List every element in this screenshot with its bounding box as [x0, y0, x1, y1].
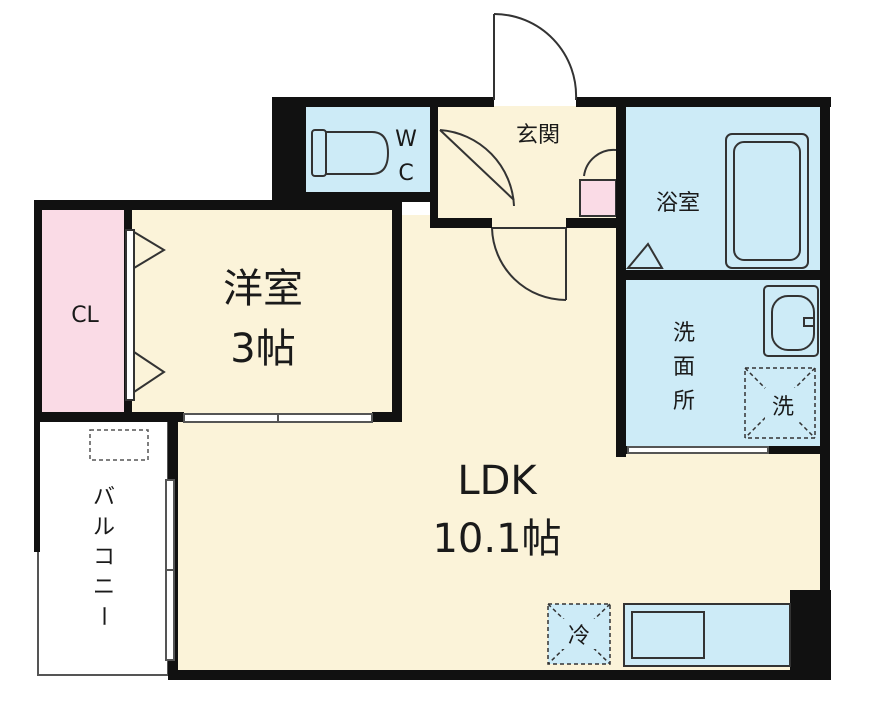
closet-floor: [42, 208, 132, 413]
wc-label-c: C: [398, 161, 413, 186]
balcony-label-4: ニ: [93, 575, 115, 600]
bedroom-label: 洋室: [223, 266, 303, 312]
washroom-label-1: 洗: [673, 321, 695, 346]
closet-folding-doors: [125, 229, 166, 401]
balcony-label-2: ル: [93, 515, 115, 540]
entrance-label: 玄関: [516, 123, 560, 148]
balcony-window: [165, 479, 175, 661]
bathtub-icon: [725, 133, 809, 269]
bedroom-size: 3帖: [230, 326, 295, 372]
ldk-label: LDK: [457, 458, 538, 504]
fridge-label-bg: [562, 619, 596, 649]
bedroom-floor: [132, 210, 394, 418]
balcony-label-3: コ: [93, 545, 115, 570]
balcony-label-5: ー: [90, 605, 115, 627]
kitchen-counter: [623, 603, 791, 667]
entrance-shoebox: [579, 179, 617, 217]
washroom-label-3: 所: [673, 389, 695, 414]
bath-label: 浴室: [656, 191, 700, 216]
washer-label-bg: [765, 388, 801, 422]
ac-outdoor-unit: [89, 429, 149, 461]
wash-basin-icon: [763, 285, 819, 357]
washroom-label-2: 面: [673, 355, 695, 380]
balcony-label-1: バ: [93, 485, 115, 510]
toilet-icon: [311, 129, 390, 177]
washer-label: 洗: [772, 395, 794, 420]
doors: [439, 12, 617, 301]
closet-label: CL: [71, 303, 99, 328]
bath-step-icon: [625, 242, 664, 269]
wc-label-w: W: [395, 127, 417, 152]
ldk-size: 10.1帖: [432, 516, 561, 562]
fridge-label: 冷: [568, 624, 590, 649]
washroom-sliding-door: [627, 446, 769, 454]
bedroom-sliding-door: [183, 413, 373, 423]
